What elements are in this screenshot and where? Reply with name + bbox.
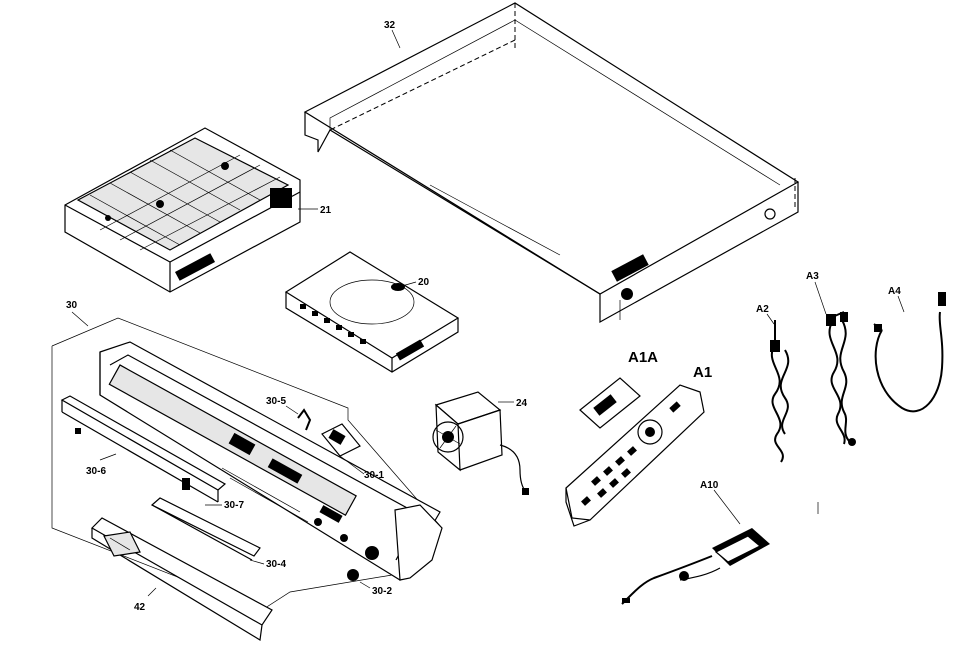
label-a3: A3 [806,271,819,282]
label-30-1: 30-1 [364,470,384,481]
label-a10: A10 [700,480,719,491]
switch-board-part [321,423,361,457]
label-42: 42 [134,602,146,613]
cable-a4-part [873,292,946,413]
knob-part [347,569,359,581]
front-bezel-part [99,341,443,581]
hard-drive-part [284,251,460,373]
label-24: 24 [516,398,528,409]
lens-strip-part [150,497,261,561]
dvd-mechanism-part [64,127,301,293]
label-32: 32 [384,20,396,31]
label-a4: A4 [888,286,901,297]
label-30-5: 30-5 [266,396,286,407]
label-30-2: 30-2 [372,586,392,597]
label-30: 30 [66,300,78,311]
remote-cover-part [579,377,641,429]
label-21: 21 [320,205,332,216]
ac-adapter-part [621,528,770,605]
clip-part [297,408,312,431]
label-20: 20 [418,277,430,288]
label-30-4: 30-4 [266,559,286,570]
fan-part [432,391,529,495]
label-a1: A1 [693,364,712,381]
cable-a2-part [770,320,790,463]
label-a2: A2 [756,304,769,315]
remote-control-part [565,384,705,527]
top-cover-part [303,2,800,324]
front-door-part [91,517,273,641]
label-30-6: 30-6 [86,466,106,477]
label-a1a: A1A [628,349,658,366]
cable-a3-part [826,311,856,446]
label-30-7: 30-7 [224,500,244,511]
display-strip-part [60,395,227,503]
